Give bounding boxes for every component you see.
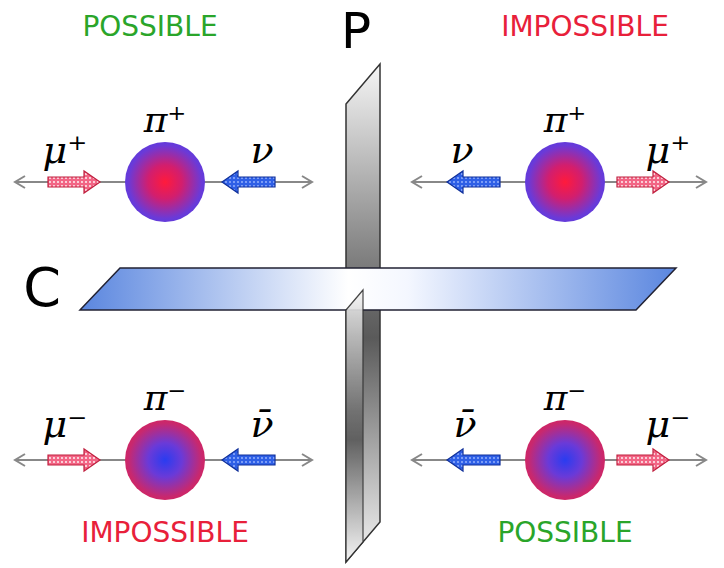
particle-label-box: μ⁺: [43, 130, 88, 172]
pion-circle: [525, 142, 605, 222]
pion-node: π⁻: [117, 378, 213, 500]
pion-label: π⁻: [117, 378, 213, 420]
verdict-label: IMPOSSIBLE: [501, 12, 669, 43]
particle-label: ν̄: [250, 404, 273, 446]
particle-label-box: μ⁻: [646, 404, 691, 446]
verdict-label: POSSIBLE: [82, 12, 217, 43]
verdict-label: POSSIBLE: [497, 518, 632, 549]
axis-lines: [15, 176, 706, 466]
particle-label: μ⁻: [646, 404, 691, 446]
pion-node: π⁺: [517, 100, 613, 222]
verdict-label-box: IMPOSSIBLE: [81, 518, 249, 549]
particle-label: ν: [450, 130, 473, 172]
pion-circle: [125, 142, 205, 222]
pion-node: π⁻: [517, 378, 613, 500]
particle-label: μ⁺: [646, 130, 691, 172]
c-plane: [80, 268, 676, 310]
pion-label: π⁺: [517, 100, 613, 142]
particle-label-box: ν: [450, 130, 473, 172]
pion-circle: [525, 420, 605, 500]
particle-label: μ⁺: [43, 130, 88, 172]
verdict-label-box: POSSIBLE: [497, 518, 632, 549]
pion-label: π⁺: [117, 100, 213, 142]
plane-label-box: P: [341, 4, 371, 59]
particle-label-box: ν̄: [453, 404, 476, 446]
p-plane-lower: [346, 290, 363, 562]
plane-label-box: C: [23, 258, 61, 317]
particle-label: μ⁻: [43, 404, 88, 446]
verdict-label-box: POSSIBLE: [82, 12, 217, 43]
particle-label-box: μ⁻: [43, 404, 88, 446]
p-plane: [346, 64, 380, 562]
pion-circle: [125, 420, 205, 500]
verdict-label-box: IMPOSSIBLE: [501, 12, 669, 43]
plane-label: C: [23, 258, 61, 317]
verdict-label: IMPOSSIBLE: [81, 518, 249, 549]
particle-label: ν̄: [453, 404, 476, 446]
pion-label: π⁻: [517, 378, 613, 420]
particle-label-box: μ⁺: [646, 130, 691, 172]
particle-label: ν: [250, 130, 273, 172]
plane-label: P: [341, 4, 371, 59]
pion-node: π⁺: [117, 100, 213, 222]
particle-label-box: ν̄: [250, 404, 273, 446]
particle-label-box: ν: [250, 130, 273, 172]
